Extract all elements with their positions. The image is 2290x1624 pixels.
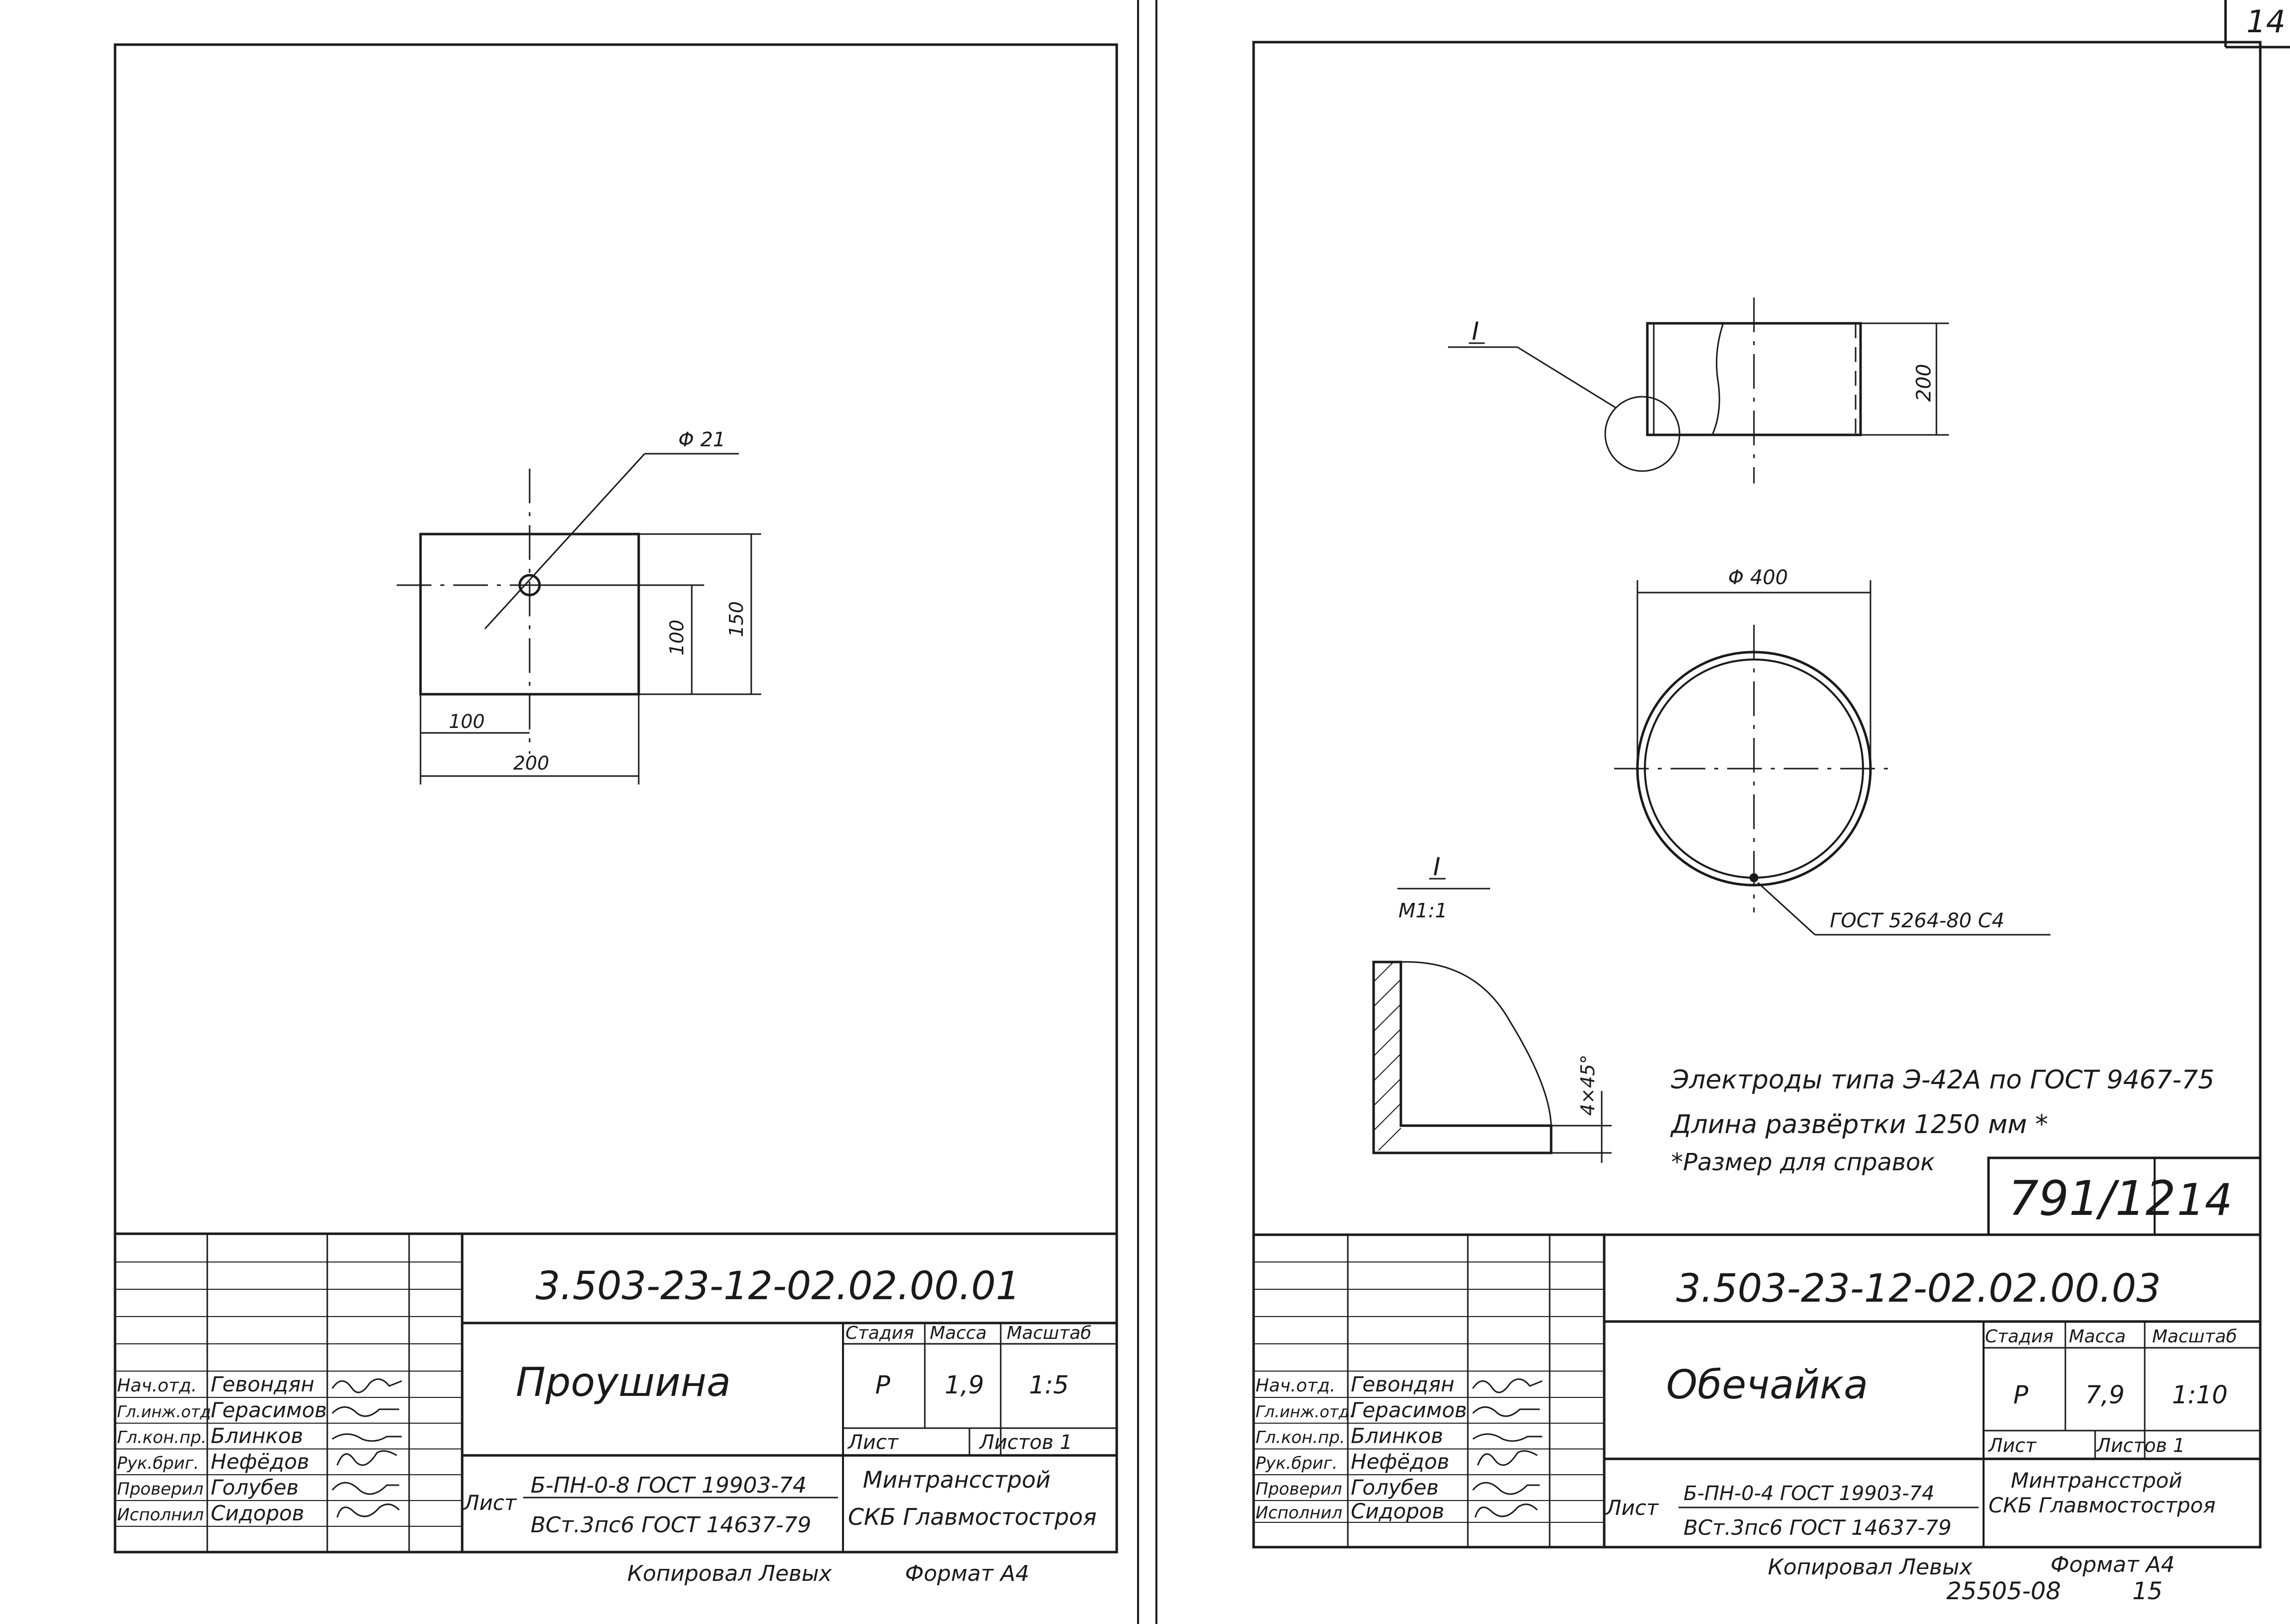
- shell-diameter-dim: Φ 400: [1728, 566, 1788, 589]
- sig-name: Блинков: [1351, 1424, 1443, 1448]
- left-sheets-label: Листов 1: [978, 1431, 1073, 1454]
- weld-point: [1749, 873, 1758, 882]
- left-material-line1: Б-ПН-0-8 ГОСТ 19903-74: [531, 1473, 807, 1498]
- left-hdr-scale: Масштаб: [1007, 1323, 1091, 1343]
- page-number: 15: [2132, 1577, 2163, 1605]
- left-scale: 1:5: [1029, 1371, 1069, 1399]
- album-stamp: 791/12 14: [1987, 1156, 2262, 1236]
- sig-role: Гл.инж.отд.: [1256, 1402, 1355, 1421]
- right-format: Формат А4: [2050, 1552, 2175, 1577]
- sig-name: Сидоров: [211, 1501, 304, 1525]
- archive-number: 25505-08: [1946, 1577, 2061, 1605]
- detail-title: I: [1433, 852, 1441, 881]
- detail-view: I М1:1 4×45°: [1372, 852, 1612, 1163]
- right-handwritten-signatures: [1472, 1378, 1543, 1518]
- sig-name: Блинков: [211, 1424, 303, 1448]
- sig-name: Гевондян: [211, 1372, 314, 1396]
- sig-role: Нач.отд.: [117, 1376, 197, 1396]
- left-sheet-label: Лист: [847, 1431, 899, 1454]
- detail-marker: I: [1472, 317, 1479, 346]
- detail-scale: М1:1: [1398, 900, 1447, 922]
- note-reference: *Размер для справок: [1671, 1148, 1935, 1176]
- shell-plan-view: Φ 400 ГОСТ 5264-80 С4: [1614, 566, 2050, 936]
- left-material-line2: ВСт.3пс6 ГОСТ 14637-79: [531, 1512, 811, 1538]
- left-title-block: 3.503-23-12-02.02.00.01 Проушина Стадия …: [115, 1232, 1117, 1552]
- right-signature-rows: Нач.отд. Гевондян Гл.инж.отд. Герасимов …: [1256, 1372, 1467, 1523]
- left-part-name: Проушина: [516, 1359, 731, 1405]
- album-code: 791/12: [2008, 1171, 2176, 1226]
- right-org-line1: Минтрансстрой: [2011, 1468, 2182, 1493]
- left-hdr-stage: Стадия: [845, 1323, 914, 1343]
- album-sheet: 14: [2177, 1174, 2232, 1225]
- sig-name: Голубев: [211, 1475, 299, 1500]
- left-copied-by: Копировал Левых: [627, 1561, 832, 1586]
- notes: Электроды типа Э-42А по ГОСТ 9467-75 Дли…: [1670, 1065, 2215, 1176]
- left-material-label: Лист: [463, 1491, 517, 1515]
- hole-leader: [484, 453, 646, 630]
- corner-sheet-box: 14: [2224, 0, 2290, 49]
- dim-hole-height: 100: [666, 619, 688, 656]
- right-sheets-label: Листов 1: [2096, 1435, 2185, 1456]
- sig-name: Голубев: [1351, 1475, 1439, 1500]
- sig-role: Исполнил: [117, 1505, 204, 1525]
- shell-height-dim: 200: [1913, 364, 1935, 402]
- left-handwritten-signatures: [331, 1378, 402, 1518]
- dim-hole-width: 100: [449, 711, 485, 732]
- left-stage: Р: [875, 1371, 891, 1399]
- sig-name: Сидоров: [1351, 1499, 1444, 1523]
- left-org-line2: СКБ Главмостостроя: [848, 1504, 1096, 1530]
- sig-role: Проверил: [117, 1479, 203, 1499]
- right-part-name: Обечайка: [1666, 1362, 1868, 1408]
- right-title-block: 3.503-23-12-02.02.00.03 Обечайка Стадия …: [1254, 1233, 2260, 1547]
- left-frame: [114, 43, 1118, 1554]
- note-electrodes: Электроды типа Э-42А по ГОСТ 9467-75: [1671, 1065, 2215, 1095]
- sig-name: Герасимов: [211, 1398, 327, 1422]
- sig-role: Гл.кон.пр.: [1256, 1428, 1345, 1447]
- sig-role: Гл.кон.пр.: [117, 1428, 206, 1447]
- dim-total-height: 150: [725, 601, 747, 637]
- sig-name: Нефёдов: [211, 1449, 309, 1474]
- detail-callout-circle: [1604, 396, 1681, 472]
- right-sheet: 200 I Φ 400 ГОСТ 5264-80 С4 I: [1252, 41, 2262, 1605]
- sig-name: Гевондян: [1351, 1372, 1454, 1396]
- right-hdr-stage: Стадия: [1985, 1326, 2053, 1347]
- right-doc-code: 3.503-23-12-02.02.00.03: [1676, 1266, 2161, 1311]
- corner-sheet-number: 14: [2246, 3, 2286, 40]
- sig-role: Нач.отд.: [1256, 1376, 1335, 1396]
- sig-name: Нефёдов: [1351, 1449, 1449, 1474]
- detail-chamfer: 4×45°: [1577, 1055, 1599, 1116]
- right-scale: 1:10: [2172, 1381, 2228, 1409]
- sig-role: Гл.инж.отд.: [117, 1402, 216, 1421]
- left-format: Формат А4: [905, 1561, 1029, 1586]
- right-material-line2: ВСт.3пс6 ГОСТ 14637-79: [1684, 1515, 1951, 1540]
- left-part-drawing: Φ 21 100 150 100 200: [397, 428, 761, 784]
- right-hdr-scale: Масштаб: [2152, 1326, 2237, 1347]
- left-doc-code: 3.503-23-12-02.02.00.01: [536, 1264, 1021, 1309]
- hole-diameter-label: Φ 21: [678, 428, 725, 451]
- right-sheet-label: Лист: [1988, 1435, 2037, 1456]
- right-hdr-mass: Масса: [2069, 1326, 2126, 1347]
- right-stage: Р: [2013, 1381, 2029, 1409]
- left-sheet: Φ 21 100 150 100 200: [114, 43, 1118, 1586]
- left-org-line1: Минтрансстрой: [863, 1466, 1051, 1493]
- left-signature-rows: Нач.отд. Гевондян Гл.инж.отд. Герасимов …: [117, 1372, 327, 1525]
- right-copied-by: Копировал Левых: [1768, 1555, 1973, 1580]
- right-frame: [1252, 41, 2262, 1549]
- sig-role: Рук.бриг.: [1256, 1453, 1337, 1473]
- left-hdr-mass: Масса: [930, 1323, 987, 1343]
- right-org-line2: СКБ Главмостостроя: [1989, 1493, 2216, 1517]
- weld-note: ГОСТ 5264-80 С4: [1830, 909, 2004, 932]
- right-mass: 7,9: [2085, 1381, 2125, 1409]
- right-material-line1: Б-ПН-0-4 ГОСТ 19903-74: [1684, 1482, 1934, 1505]
- right-material-label: Лист: [1605, 1496, 1659, 1520]
- sig-role: Проверил: [1256, 1479, 1342, 1499]
- sig-role: Рук.бриг.: [117, 1453, 199, 1473]
- sig-role: Исполнил: [1256, 1503, 1342, 1523]
- dim-total-width: 200: [513, 752, 549, 774]
- sig-name: Герасимов: [1351, 1398, 1467, 1422]
- shell-side-view: 200 I: [1448, 298, 1949, 483]
- note-length: Длина развёртки 1250 мм *: [1670, 1110, 2048, 1140]
- left-mass: 1,9: [945, 1371, 984, 1399]
